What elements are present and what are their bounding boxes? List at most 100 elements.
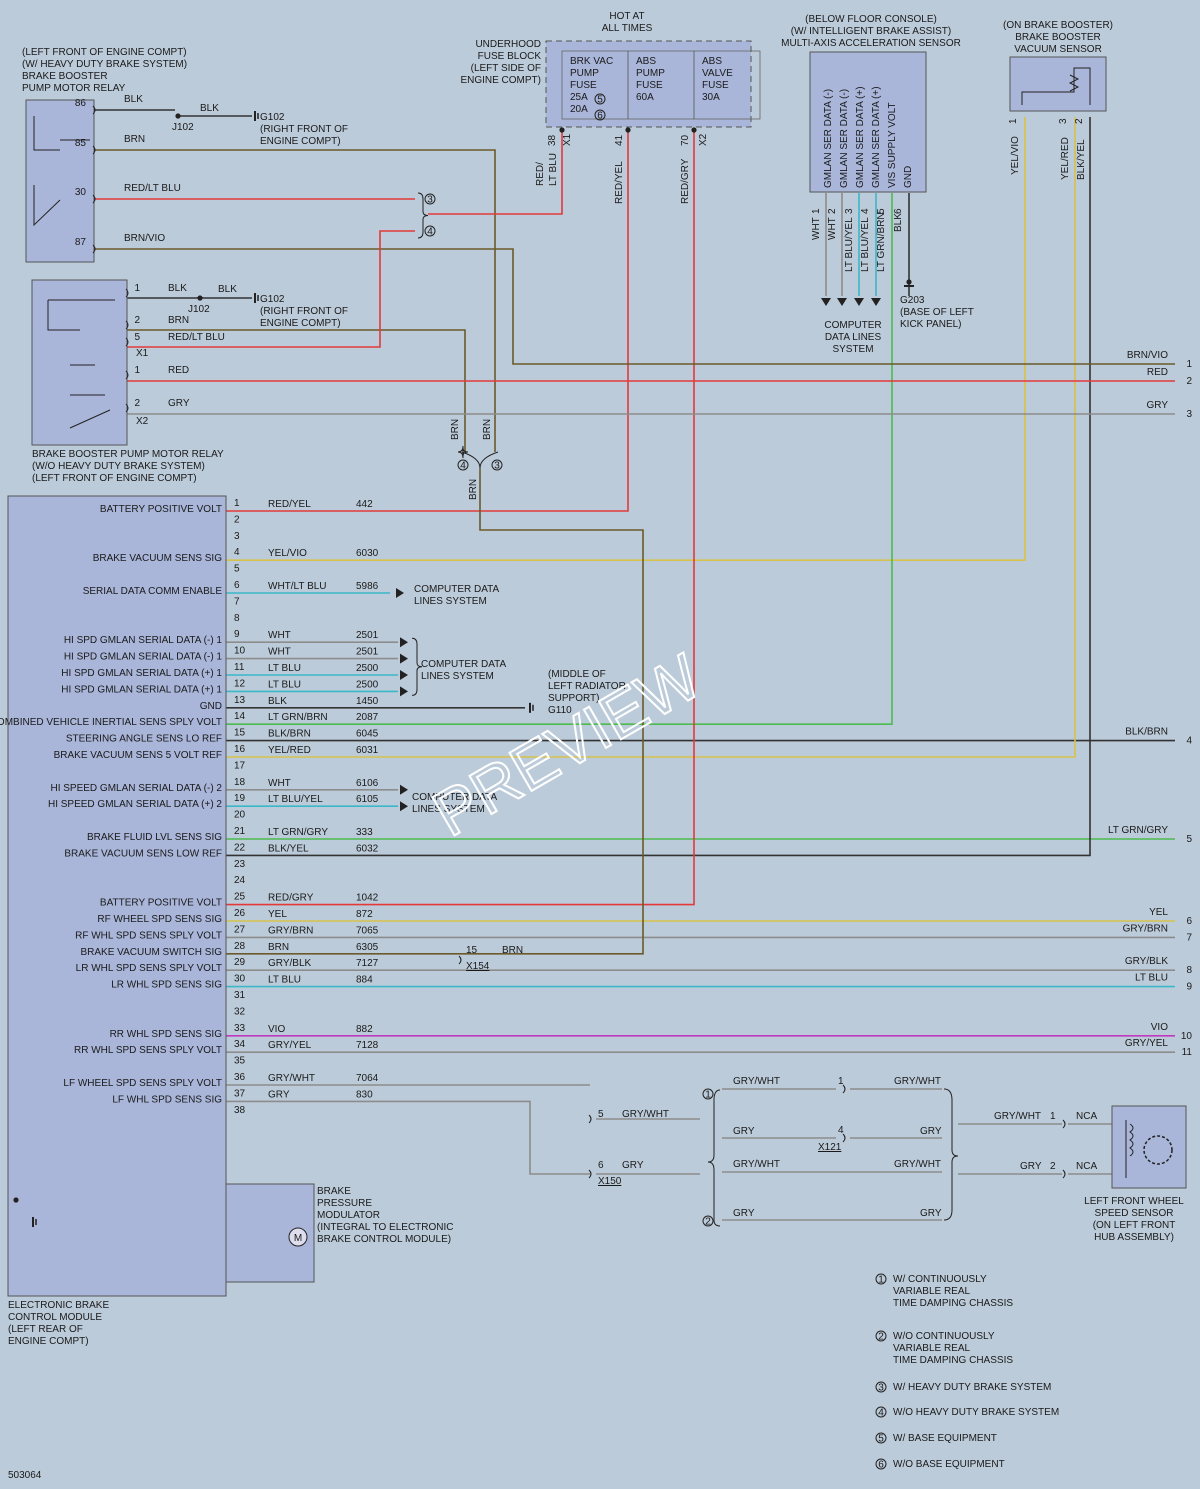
option-marker-number: 6: [597, 111, 603, 122]
arrow: [400, 637, 408, 648]
fuse-label: ABS: [702, 56, 722, 67]
ebcm-circuit-number: 884: [356, 975, 373, 986]
fuse-label: FUSE: [570, 80, 597, 91]
wire-red-lt-blu-fuse: [428, 130, 563, 215]
g102-label: G102: [260, 112, 285, 123]
ebcm-wire-color: YEL/VIO: [268, 548, 307, 559]
exit-number: 5: [1186, 834, 1192, 845]
relay-hd-title: PUMP MOTOR RELAY: [22, 83, 126, 94]
ebcm-pin-number: 6: [234, 580, 240, 591]
ebcm-wire-color: BLK: [268, 696, 287, 707]
ebcm-pin-label: BATTERY POSITIVE VOLT: [100, 504, 222, 515]
arrow: [400, 670, 408, 680]
wire-color: GRY: [622, 1160, 644, 1171]
wire-color: BLK: [218, 284, 237, 295]
wire-color: GRY: [920, 1126, 942, 1137]
connector-symbol: [125, 403, 129, 413]
legend-marker: 3: [878, 1383, 884, 1394]
ebcm-pin-number: 10: [234, 646, 246, 657]
ebcm-wire-color: GRY/YEL: [268, 1040, 312, 1051]
option-marker: [424, 193, 436, 205]
accel-wire-label: 4: [860, 208, 871, 214]
wire-layer: [15, 109, 1175, 1223]
ebcm-circuit-number: 2501: [356, 630, 379, 641]
accel-wire-label: WHT: [827, 217, 838, 240]
relay-pin: 1: [134, 365, 140, 376]
legend-marker: [875, 1432, 887, 1444]
ebcm-pin-number: 19: [234, 793, 246, 804]
ebcm-pin-number: 26: [234, 908, 246, 919]
ebcm-wire-color: LT BLU/YEL: [268, 794, 323, 805]
modulator-label: PRESSURE: [317, 1198, 372, 1209]
document-id: 503064: [8, 1470, 42, 1481]
accel-sensor-title: MULTI-AXIS ACCELERATION SENSOR: [781, 38, 961, 49]
ebcm-wire-color: BLK/BRN: [268, 729, 311, 740]
ebcm-wire-color: WHT: [268, 778, 291, 789]
option-marker: [702, 1215, 714, 1227]
computer-data-lines-label: LINES SYSTEM: [414, 596, 487, 607]
ebcm-circuit-number: 872: [356, 909, 373, 920]
component-layer: [7, 40, 1187, 1470]
ebcm-pin-label: LR WHL SPD SENS SIG: [111, 980, 222, 991]
ebcm-circuit-number: 1042: [356, 893, 379, 904]
g110-label: LEFT RADIATOR: [548, 681, 626, 692]
option-marker: [424, 225, 436, 237]
wheel-sensor-label: HUB ASSEMBLY): [1094, 1232, 1174, 1243]
fuse-label: PUMP: [570, 68, 599, 79]
accel-wire-label: LT GRN/BRN: [876, 212, 887, 272]
ebcm-wire-color: BRN: [268, 942, 289, 953]
ebcm-circuit-number: 7128: [356, 1040, 379, 1051]
ebcm-pin-label: HI SPD GMLAN SERIAL DATA (-) 1: [64, 635, 223, 646]
ebcm-pin-number: 21: [234, 826, 246, 837]
connector-symbol: [842, 1133, 846, 1143]
ebcm-circuit-number: 5986: [356, 581, 379, 592]
accel-sensor-title: (W/ INTELLIGENT BRAKE ASSIST): [791, 26, 951, 37]
connector-id: X150: [598, 1176, 622, 1187]
wire-red-lt-blu-5: [127, 230, 415, 348]
fuse-block-title: FUSE BLOCK: [478, 51, 542, 62]
legend-marker: 4: [878, 1408, 884, 1419]
option-marker-number: 4: [427, 227, 433, 238]
wire-color: GRY/WHT: [733, 1076, 780, 1087]
ebcm-title: CONTROL MODULE: [8, 1312, 102, 1323]
option-marker-number: 4: [460, 461, 466, 472]
ebcm-pin-label: RR WHL SPD SENS SPLY VOLT: [74, 1045, 222, 1056]
hot-at-all-times-label: ALL TIMES: [602, 23, 653, 34]
exit-wire-color: GRY/YEL: [1125, 1038, 1169, 1049]
fuse-pin: 70: [680, 134, 691, 146]
ebcm-box: [7, 495, 227, 1297]
cdl-arrow: [871, 298, 881, 306]
relay-wire-color: BRN: [124, 134, 145, 145]
g110-label: G110: [548, 705, 572, 716]
ebcm-wire-color: RED/GRY: [268, 893, 314, 904]
exit-number: 2: [1186, 376, 1192, 387]
ebcm-wire-color: YEL/RED: [268, 745, 311, 756]
ebcm-pin-number: 14: [234, 711, 246, 722]
ebcm-wire-color: LT BLU: [268, 663, 301, 674]
accel-pin-label: GMLAN SER DATA (-): [823, 89, 834, 188]
relay-hd-title: (W/ HEAVY DUTY BRAKE SYSTEM): [22, 59, 187, 70]
ebcm-pin-label: RR WHL SPD SENS SIG: [110, 1029, 223, 1040]
ebcm-circuit-number: 333: [356, 827, 373, 838]
wheel-sensor-label: SPEED SENSOR: [1095, 1208, 1174, 1219]
ebcm-pin-number: 34: [234, 1039, 246, 1050]
relay-wire-color: RED: [168, 365, 189, 376]
splice-dot: [175, 113, 181, 119]
modulator-label: BRAKE: [317, 1186, 351, 1197]
legend-text: TIME DAMPING CHASSIS: [893, 1355, 1013, 1366]
g203-label: KICK PANEL): [900, 319, 962, 330]
ebcm-circuit-number: 6045: [356, 729, 379, 740]
tone-wheel-icon: [1143, 1135, 1173, 1165]
computer-data-lines-label: SYSTEM: [832, 344, 873, 355]
relay-wire-color: RED/LT BLU: [168, 332, 225, 343]
wheel-sensor-label: (ON LEFT FRONT: [1093, 1220, 1176, 1231]
fuse-label: VALVE: [702, 68, 733, 79]
fuse-wire-color: LT BLU: [548, 153, 559, 186]
relay-wo-title: BRAKE BOOSTER PUMP MOTOR RELAY: [32, 449, 224, 460]
ebcm-pin-label: GND: [200, 701, 222, 712]
exit-wire-color: GRY/BRN: [1123, 923, 1168, 934]
wire-red-gry-1042: [226, 130, 695, 906]
g110-label: SUPPORT): [548, 693, 600, 704]
ebcm-pin-number: 23: [234, 859, 246, 870]
